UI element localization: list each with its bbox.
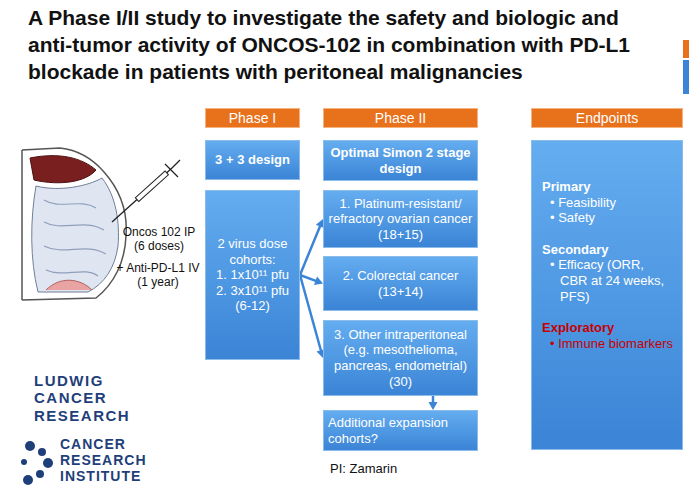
box-text: Optimal Simon 2 stage design xyxy=(328,145,473,176)
title: A Phase I/II study to investigate the sa… xyxy=(28,4,668,85)
box-text: 1. Platinum-resistant/ refractory ovaria… xyxy=(328,196,473,227)
connector-part xyxy=(300,225,320,275)
arrow-connector xyxy=(429,396,438,410)
cohort-box: 3. Other intraperitoneal (e.g. mesotheli… xyxy=(323,320,478,396)
box-text: Additional expansion cohorts? xyxy=(328,415,473,446)
endpoints-box: Primary• Feasibility• SafetySecondary• E… xyxy=(531,140,683,450)
box-text: • Efficacy (ORR, CBR at 24 weeks, PFS) xyxy=(546,257,674,304)
design-box: 3 + 3 design xyxy=(205,140,300,180)
box-text: • Safety xyxy=(546,210,674,226)
logo-text: LUDWIG CANCER RESEARCH xyxy=(34,372,134,424)
box-text: Phase II xyxy=(327,110,474,126)
box-text: Primary xyxy=(542,179,674,195)
phase-header: Endpoints xyxy=(531,108,683,128)
drug-label: + Anti-PD-L1 IV (1 year) xyxy=(114,262,202,290)
box-text: Phase I xyxy=(209,110,296,126)
box-text: (18+15) xyxy=(328,227,473,243)
connector-part xyxy=(429,402,438,410)
box-text: Exploratory xyxy=(542,320,674,336)
box-text: 3. Other intraperitoneal (e.g. mesotheli… xyxy=(328,327,473,374)
box-text: Secondary xyxy=(542,242,674,258)
box-text: 2 virus dose cohorts: xyxy=(210,236,295,267)
pi-label: PI: Zamarin xyxy=(330,462,450,477)
connector-part xyxy=(432,396,435,403)
cohort-box: 2. Colorectal cancer(13+14) xyxy=(323,256,478,311)
box-text: 2. 3x10¹¹ pfu xyxy=(210,283,295,299)
box-text: • Immune biomarkers xyxy=(546,336,674,352)
connector-part xyxy=(314,277,323,285)
cohort-box: 2 virus dose cohorts:1. 1x10¹¹ pfu2. 3x1… xyxy=(205,190,300,360)
box-text: 2. Colorectal cancer xyxy=(328,268,473,284)
connector-part xyxy=(300,275,321,351)
box-text: Endpoints xyxy=(535,110,679,126)
logo-text: CANCER RESEARCH INSTITUTE xyxy=(60,436,160,484)
box-text: (13+14) xyxy=(328,284,473,300)
arrow-connector xyxy=(300,219,324,275)
accent-bar xyxy=(683,40,689,58)
box-text: • Feasibility xyxy=(546,195,674,211)
phase-header: Phase II xyxy=(323,108,478,128)
box-text: (30) xyxy=(328,374,473,390)
arrow-connector xyxy=(300,275,325,358)
phase-header: Phase I xyxy=(205,108,300,128)
design-box: Optimal Simon 2 stage design xyxy=(323,140,478,181)
box-text: 3 + 3 design xyxy=(210,152,295,168)
cohort-box: 1. Platinum-resistant/ refractory ovaria… xyxy=(323,190,478,248)
box-text: (6-12) xyxy=(210,298,295,314)
drug-label: Oncos 102 IP (6 doses) xyxy=(118,226,200,254)
box-text: 1. 1x10¹¹ pfu xyxy=(210,267,295,283)
accent-bar xyxy=(683,60,689,94)
cri-logo-mark xyxy=(21,441,53,485)
expansion-box: Additional expansion cohorts? xyxy=(323,410,478,451)
